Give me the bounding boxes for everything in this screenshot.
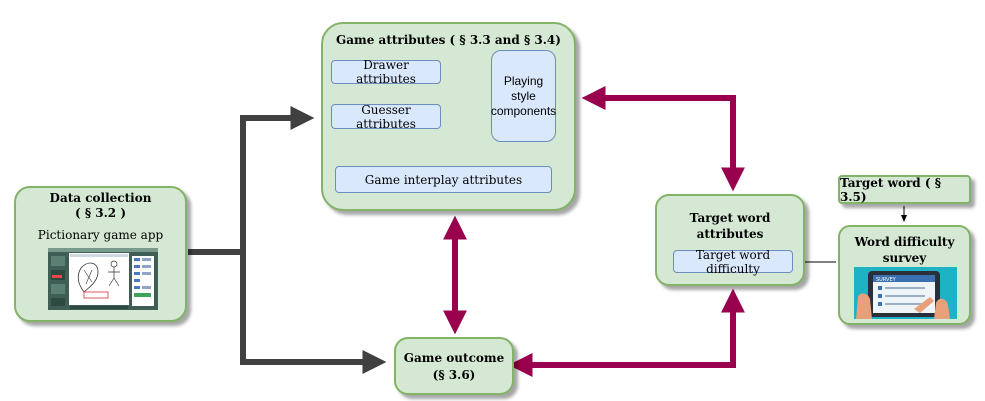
data-collection-box: Data collection ( § 3.2 ) Pictionary gam… xyxy=(14,186,187,322)
target-word-label: Target word ( § 3.5) xyxy=(840,175,941,204)
guesser-attributes: Guesser attributes xyxy=(331,103,441,131)
game-outcome-title: Game outcome xyxy=(403,351,505,365)
game-interplay-attributes: Game interplay attributes xyxy=(335,166,552,193)
survey-tablet-image: SURVEY xyxy=(854,267,957,319)
arrow-game-attr-target-word xyxy=(581,86,745,192)
target-word-box: Target word ( § 3.5) xyxy=(838,175,971,204)
arrow-to-game-attributes xyxy=(188,106,315,255)
word-difficulty-survey-box: Word difficulty survey SURVEY xyxy=(838,225,971,325)
data-collection-title: Data collection xyxy=(49,191,152,205)
survey-image-text: SURVEY xyxy=(876,277,897,283)
arrow-to-game-outcome xyxy=(240,252,387,374)
drawer-attributes: Drawer attributes xyxy=(331,58,441,86)
target-word-attributes-title: Target word attributes xyxy=(689,211,771,241)
pictionary-app-image xyxy=(48,248,158,310)
data-collection-subtitle: Pictionary game app xyxy=(37,228,164,242)
arrow-outcome-target-word xyxy=(508,288,745,377)
game-outcome-box: Game outcome (§ 3.6) xyxy=(394,337,514,395)
game-outcome-section: (§ 3.6) xyxy=(432,368,476,382)
data-collection-section: ( § 3.2 ) xyxy=(74,206,127,220)
target-word-difficulty: Target word difficulty xyxy=(673,248,793,276)
playing-style-components: Playing style components xyxy=(491,50,556,142)
word-difficulty-survey-title: Word difficulty survey xyxy=(854,235,955,265)
game-attributes-title: Game attributes ( § 3.3 and § 3.4) xyxy=(336,33,561,47)
